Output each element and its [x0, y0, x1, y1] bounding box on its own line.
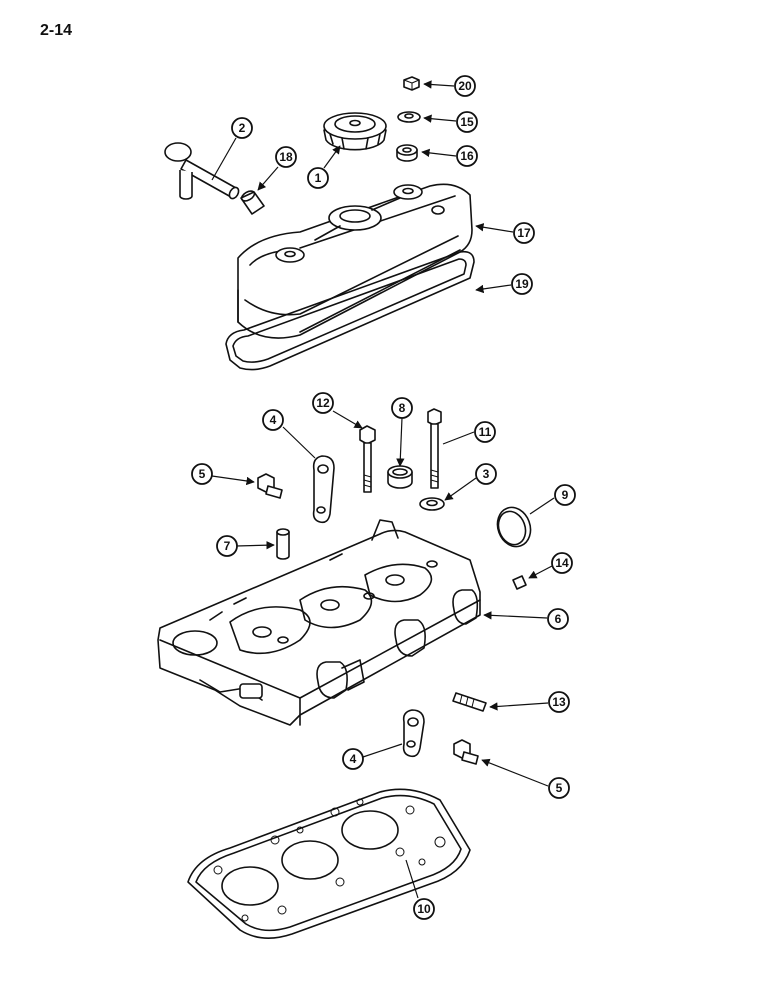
- callout-8: 8: [391, 397, 413, 419]
- nut-part: [403, 76, 420, 91]
- callout-4-lower-label: 4: [350, 752, 357, 766]
- callout-7-label: 7: [224, 539, 231, 553]
- callout-11-label: 11: [479, 425, 492, 439]
- callout-13: 13: [548, 691, 570, 713]
- stud-part: [452, 692, 487, 712]
- callout-18: 18: [275, 146, 297, 168]
- plug-bolt-upper-part: [257, 473, 283, 499]
- callout-8-label: 8: [399, 401, 406, 415]
- filler-cap-part: [323, 112, 387, 151]
- leader-lines: [211, 80, 555, 899]
- head-gasket-part: [187, 788, 471, 939]
- cylinder-head-part: [157, 519, 481, 726]
- callout-10: 10: [413, 898, 435, 920]
- callout-1: 1: [307, 167, 329, 189]
- callout-15-label: 15: [460, 115, 474, 129]
- callout-20-label: 20: [458, 79, 472, 93]
- callout-6-label: 6: [555, 612, 562, 626]
- breather-hose-part: [164, 142, 240, 200]
- callout-19: 19: [511, 273, 533, 295]
- sleeve-part: [387, 465, 413, 489]
- callout-14-label: 14: [555, 556, 569, 570]
- callout-16-label: 16: [460, 149, 474, 163]
- callout-2-label: 2: [239, 121, 246, 135]
- callout-6: 6: [547, 608, 569, 630]
- callout-20: 20: [454, 75, 476, 97]
- callout-13-label: 13: [552, 695, 566, 709]
- elbow-fitting-part: [240, 190, 265, 215]
- callout-4-upper-label: 4: [270, 413, 277, 427]
- long-bolt-part: [427, 408, 442, 489]
- callout-3: 3: [475, 463, 497, 485]
- small-plug-part: [512, 575, 527, 590]
- callout-19-label: 19: [515, 277, 529, 291]
- callout-3-label: 3: [483, 467, 490, 481]
- callout-16: 16: [456, 145, 478, 167]
- flat-washer-part: [397, 111, 421, 123]
- callout-4-upper: 4: [262, 409, 284, 431]
- plug-bolt-lower-part: [453, 739, 479, 765]
- callout-4-lower: 4: [342, 748, 364, 770]
- callout-5-upper-label: 5: [199, 467, 206, 481]
- callout-2: 2: [231, 117, 253, 139]
- callout-11: 11: [474, 421, 496, 443]
- callout-9: 9: [554, 484, 576, 506]
- dowel-pin-part: [276, 528, 290, 560]
- callout-5-lower: 5: [548, 777, 570, 799]
- lifting-eye-lower-part: [402, 709, 425, 758]
- callout-17-label: 17: [517, 226, 531, 240]
- callout-5-lower-label: 5: [556, 781, 563, 795]
- callout-10-label: 10: [417, 902, 431, 916]
- callout-14: 14: [551, 552, 573, 574]
- callout-15: 15: [456, 111, 478, 133]
- callout-12: 12: [312, 392, 334, 414]
- callout-7: 7: [216, 535, 238, 557]
- callout-9-label: 9: [562, 488, 569, 502]
- expansion-plug-part: [496, 506, 532, 548]
- callout-1-label: 1: [315, 171, 322, 185]
- washer-part: [419, 497, 445, 511]
- short-bolt-part: [359, 425, 376, 493]
- valve-cover-part: [237, 183, 473, 339]
- callout-17: 17: [513, 222, 535, 244]
- callout-18-label: 18: [279, 150, 293, 164]
- page-number: 2-14: [40, 22, 73, 39]
- callout-12-label: 12: [316, 396, 330, 410]
- seal-washer-part: [396, 144, 418, 162]
- cover-gasket-part: [225, 250, 475, 371]
- lifting-eye-upper-part: [312, 455, 335, 524]
- callout-5-upper: 5: [191, 463, 213, 485]
